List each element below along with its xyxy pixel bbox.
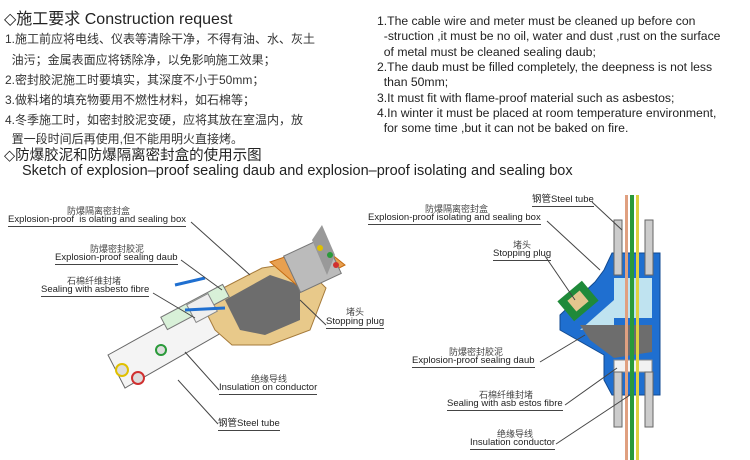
right-fibre-label-zh: 石棉纤维封堵	[479, 390, 534, 400]
right-plug-label-zh: 堵头	[513, 240, 532, 250]
left-box-label-en: Explosion-proof is olating and sealing b…	[8, 214, 186, 227]
left-steel-tube-label: 钢管Steel tube	[218, 415, 280, 431]
zh-item: 置一段时间后再使用,但不能用明火直接烤。	[5, 132, 244, 146]
left-fibre-label-en: Sealing with asbesto fibre	[41, 284, 150, 297]
right-fibre-label-en: Sealing with asb estos fibre	[447, 398, 563, 411]
left-fitting-drawing	[107, 221, 346, 425]
right-box-label-en: Explosion-proof isolating and sealing bo…	[368, 212, 541, 225]
en-item: 1.The cable wire and meter must be clean…	[377, 14, 696, 28]
zh-item: 1.施工前应将电线、仪表等清除干净，不得有油、水、灰土	[5, 32, 316, 46]
right-box-label-zh: 防爆隔离密封盒	[425, 204, 489, 214]
zh-item: 4.冬季施工时，如密封胶泥变硬，应将其放在室温内，放	[5, 113, 304, 127]
left-plug-label-en: Stopping plug	[326, 316, 385, 329]
left-box-label-zh: 防爆隔离密封盒	[67, 206, 131, 216]
construction-request-title: ◇施工要求 Construction request	[4, 11, 233, 28]
left-daub-label-zh: 防爆密封胶泥	[90, 244, 145, 254]
en-item: 2.The daub must be filled completely, th…	[377, 60, 713, 74]
left-plug-label-zh: 堵头	[346, 307, 365, 317]
sketch-title-zh: ◇防爆胶泥和防爆隔离密封盒的使用示图	[4, 148, 262, 164]
en-item: 3.It must fit with flame-proof material …	[377, 91, 675, 105]
right-fitting-drawing	[539, 195, 661, 460]
right-insulation-label-en: Insulation conductor	[470, 437, 556, 450]
en-item: -struction ,it must be no oil, water and…	[377, 29, 721, 43]
left-fibre-label-zh: 石棉纤维封堵	[67, 276, 122, 286]
right-insulation-label-zh: 绝缘导线	[497, 429, 534, 439]
zh-item: 2.密封胶泥施工时要填实，其深度不小于50mm；	[5, 73, 265, 87]
right-plug-label-en: Stopping plug	[493, 248, 552, 261]
sketch-title-en: Sketch of explosion–proof sealing daub a…	[22, 163, 573, 179]
right-daub-label-zh: 防爆密封胶泥	[449, 347, 504, 357]
right-steel-tube-label: 钢管Steel tube	[532, 191, 594, 207]
right-daub-label-en: Explosion-proof sealing daub	[412, 355, 535, 368]
left-insulation-label-en: Insulation on conductor	[219, 382, 318, 395]
zh-item: 3.做料堵的填充物要用不燃性材料，如石棉等；	[5, 93, 256, 107]
zh-item: 油污；金属表面应将锈除净，以免影响施工效果；	[5, 53, 276, 67]
en-item: than 50mm;	[377, 75, 449, 89]
left-daub-label-en: Explosion-proof sealing daub	[55, 252, 178, 265]
left-insulation-label-zh: 绝缘导线	[251, 374, 288, 384]
en-item: 4.In winter it must be placed at room te…	[377, 106, 717, 120]
en-item: for some time ,but it can not be baked o…	[377, 121, 629, 135]
en-item: of metal must be cleaned sealing daub;	[377, 45, 596, 59]
